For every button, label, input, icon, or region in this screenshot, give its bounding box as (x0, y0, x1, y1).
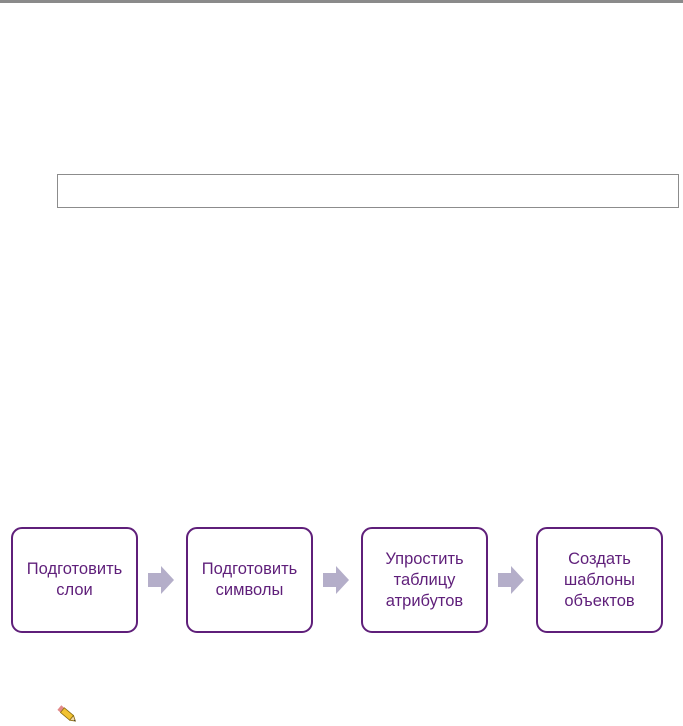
right-arrow-icon (498, 566, 524, 594)
step-simplify-attribute-table: Упростить таблицу атрибутов (361, 527, 488, 633)
step-create-object-templates: Создать шаблоны объектов (536, 527, 663, 633)
step-label: Подготовить символы (201, 560, 298, 599)
empty-bordered-box (57, 174, 679, 208)
step-label: Упростить таблицу атрибутов (385, 549, 464, 610)
right-arrow-icon (323, 566, 349, 594)
step-prepare-symbols: Подготовить символы (186, 527, 313, 633)
top-rule (0, 0, 683, 3)
step-prepare-layers: Подготовить слои (11, 527, 138, 633)
pencil-icon (57, 705, 77, 722)
right-arrow-icon (148, 566, 174, 594)
step-label: Подготовить слои (26, 560, 123, 599)
step-label: Создать шаблоны объектов (563, 549, 636, 610)
